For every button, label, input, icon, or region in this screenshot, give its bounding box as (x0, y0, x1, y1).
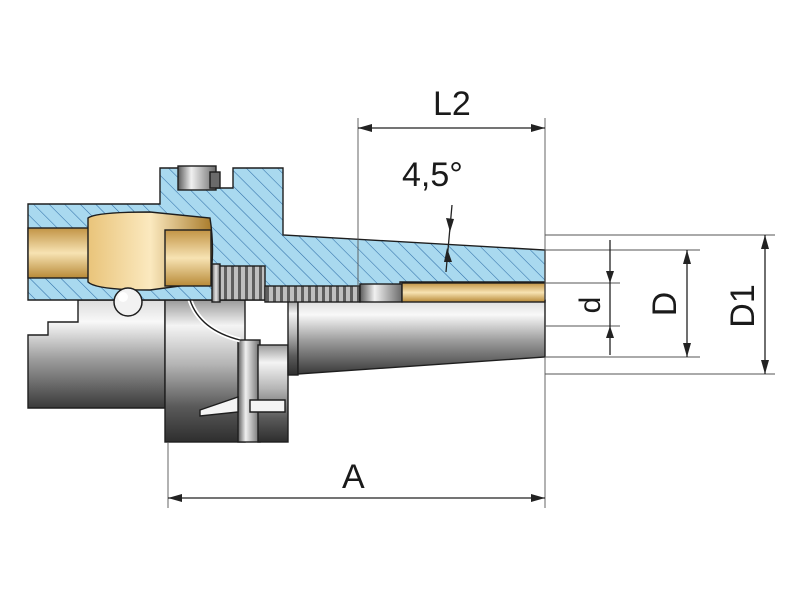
dim-label-d1: D1 (724, 284, 762, 327)
dim-label-d-small: d (574, 297, 607, 314)
dim-label-a: A (342, 458, 365, 496)
retaining-ball (113, 287, 143, 317)
coolant-tube (27, 211, 214, 291)
dim-label-d-large: D (646, 292, 684, 317)
tool-bore (401, 282, 546, 303)
dim-label-taper-angle: 4,5° (402, 156, 463, 194)
stop-screw (211, 263, 403, 303)
dimension-lines (167, 118, 775, 508)
dim-label-l2: L2 (433, 85, 471, 123)
holder-exterior-lower-half (27, 299, 546, 443)
